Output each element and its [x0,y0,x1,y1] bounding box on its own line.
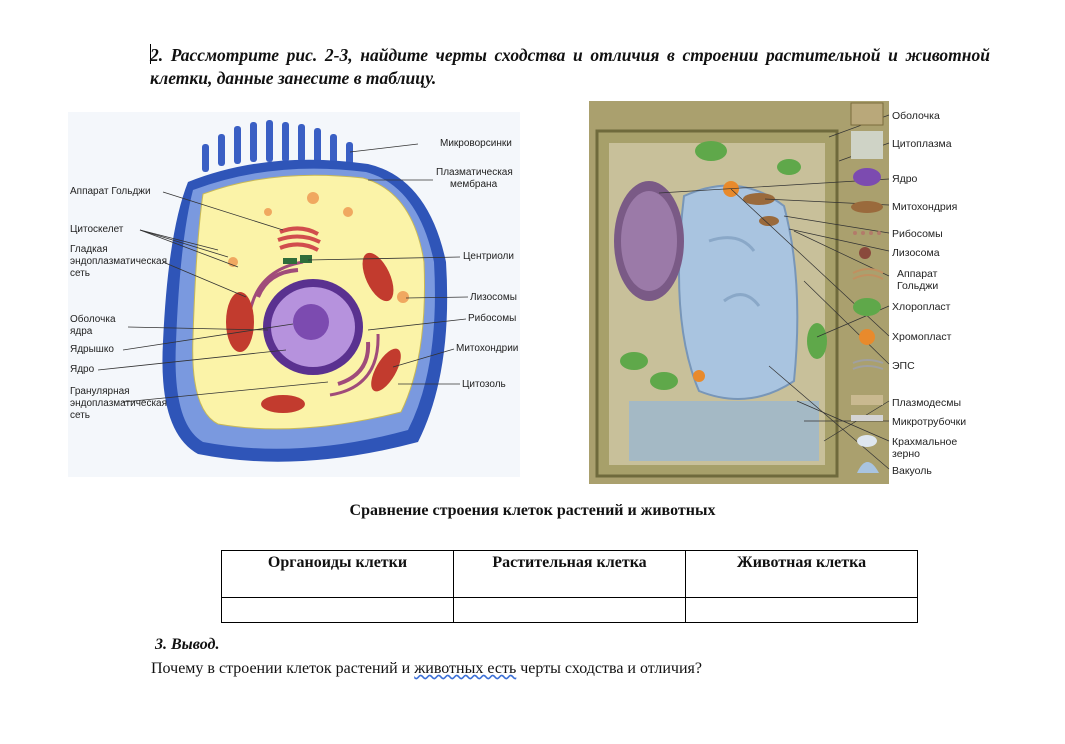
plant-cell-figure: Оболочка Цитоплазма Ядро Митохондрия Риб… [589,101,989,484]
plant-label-cytoplasm: Цитоплазма [892,138,952,150]
table-row [221,597,918,623]
header-plant-cell: Растительная клетка [453,550,686,598]
label-lysosomes: Лизосомы [470,292,517,303]
cell-plant-input[interactable] [453,597,686,623]
plant-label-golgi-1: Аппарат [897,268,938,280]
label-centrioles: Центриоли [463,251,514,262]
label-rough-er-1: Гранулярная [70,386,130,397]
plant-label-plasmodesmata: Плазмодесмы [892,397,962,409]
label-rough-er-2: эндоплазматическая [70,398,168,409]
header-organelles: Органоиды клетки [221,550,454,598]
label-ribosomes: Рибосомы [468,313,517,324]
label-rough-er-3: сеть [70,410,91,421]
label-smooth-er-2: эндоплазматическая [70,256,168,267]
label-cytoskeleton: Цитоскелет [70,224,124,235]
plant-label-mitochondrion: Митохондрия [892,201,958,213]
header-animal-cell: Животная клетка [685,550,918,598]
label-cytosol: Цитозоль [462,379,506,390]
plant-label-ribosomes: Рибосомы [892,228,943,240]
question-part-1: Почему в строении клеток растений и [151,660,415,677]
plant-label-starch-2: зерно [892,448,921,460]
plant-label-vacuole: Вакуоль [892,465,932,477]
label-golgi: Аппарат Гольджи [70,186,151,197]
label-microvilli: Микроворсинки [440,138,512,149]
animal-cell-figure: Аппарат Гольджи Цитоскелет Гладкая эндоп… [68,112,520,477]
table-caption: Сравнение строения клеток растений и жив… [349,502,716,519]
label-nuclear-envelope-2: ядра [70,326,93,337]
plant-cell-drawing [589,101,890,484]
plant-label-lysosome: Лизосома [892,247,940,259]
plant-label-chromoplast: Хромопласт [892,331,952,343]
task-text: 2. Рассмотрите рис. 2-3, найдите черты с… [150,45,990,88]
comparison-table: Органоиды клетки Растительная клетка Жив… [221,550,918,623]
plant-label-microtubules: Микротрубочки [892,416,967,428]
label-nucleolus: Ядрышко [70,344,114,355]
plant-label-wall: Оболочка [892,110,940,122]
plant-label-er: ЭПС [892,360,915,372]
plant-label-golgi-2: Гольджи [897,280,939,292]
plant-label-nucleus: Ядро [892,173,918,185]
label-nucleus: Ядро [70,364,95,375]
question-underlined: животных есть [414,660,517,677]
label-smooth-er-1: Гладкая [70,244,108,255]
animal-cell-drawing [68,112,520,477]
plant-label-chloroplast: Хлоропласт [892,301,951,313]
conclusion-question: Почему в строении клеток растений и живо… [151,660,702,678]
label-smooth-er-3: сеть [70,268,91,279]
label-plasma-membrane-1: Плазматическая [436,167,513,178]
label-plasma-membrane-2: мембрана [450,179,498,190]
text-cursor [150,44,151,64]
plant-label-starch-1: Крахмальное [892,436,958,448]
cell-organelles-input[interactable] [221,597,454,623]
label-nuclear-envelope-1: Оболочка [70,314,116,325]
table-header-row: Органоиды клетки Растительная клетка Жив… [221,550,918,598]
conclusion-heading: 3. Вывод. [155,636,220,653]
cell-animal-input[interactable] [685,597,918,623]
label-mitochondria: Митохондрии [456,343,519,354]
question-part-2: черты сходства и отличия? [516,660,702,677]
